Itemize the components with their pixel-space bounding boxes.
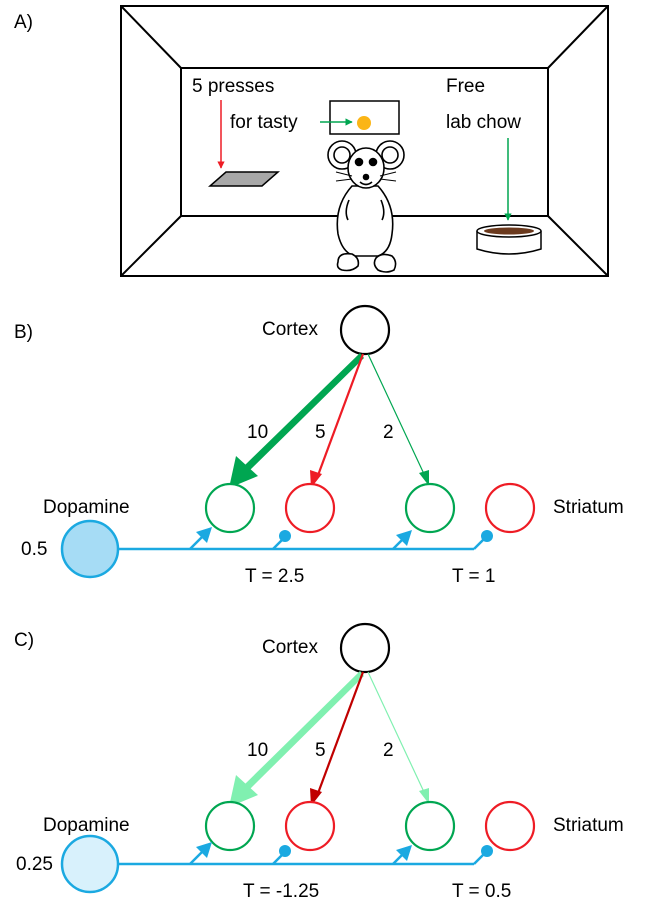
weight-label-2-b: 2 — [383, 422, 394, 443]
weight-arrow-2-c — [367, 671, 425, 793]
chow-caption-line2: lab chow — [446, 112, 521, 133]
threshold-1-b: T = 2.5 — [245, 566, 304, 587]
weight-arrow-5-c — [315, 671, 365, 797]
striatum-nogo-node-1-b — [284, 482, 336, 534]
chow-bowl — [476, 224, 542, 255]
weight-arrow-2-head-c — [419, 788, 429, 804]
panel-a: A) 5 presses for tasty Free lab chow — [14, 5, 609, 277]
weight-label-10-b: 10 — [247, 422, 268, 443]
dopamine-inhibit-dot-1-b — [279, 530, 291, 542]
panel-b: B) Cortex 10 5 2 Dopamine Striatum 0.5 — [14, 304, 624, 587]
dopamine-excite-arrow-1-c — [196, 842, 212, 858]
lever-caption-line2: for tasty — [230, 112, 298, 133]
dopamine-label-b: Dopamine — [43, 497, 130, 518]
lever — [208, 171, 280, 187]
striatum-label-c: Striatum — [553, 815, 624, 836]
dopamine-excite-arrow-1-b — [196, 527, 212, 543]
weight-arrow-2-head-b — [419, 470, 429, 486]
panel-c: C) Cortex 10 5 2 Dopamine Striatum 0.25 — [14, 622, 624, 902]
weight-arrow-10-head-c — [229, 775, 258, 807]
dopamine-node-c — [60, 834, 120, 894]
panel-a-label: A) — [14, 12, 33, 33]
threshold-2-b: T = 1 — [452, 566, 495, 587]
striatum-go-node-2-c — [404, 800, 456, 852]
weight-arrow-5-b — [315, 353, 365, 479]
threshold-1-c: T = -1.25 — [243, 881, 319, 902]
dopamine-excite-arrow-2-b — [396, 530, 412, 546]
striatum-nogo-node-2-c — [484, 800, 536, 852]
mouse-illustration — [327, 140, 405, 273]
weight-arrow-10-c — [244, 671, 364, 789]
weight-arrow-10-b — [244, 353, 364, 470]
cortex-node-c — [339, 622, 391, 674]
dopamine-value-b: 0.5 — [21, 539, 47, 560]
cortex-label-b: Cortex — [262, 319, 318, 340]
cortex-node-b — [339, 304, 391, 356]
weight-arrow-10-head-b — [229, 456, 258, 488]
dopamine-inhibit-dot-1-c — [279, 845, 291, 857]
striatum-go-node-2-b — [404, 482, 456, 534]
striatum-label-b: Striatum — [553, 497, 624, 518]
dopamine-label-c: Dopamine — [43, 815, 130, 836]
weight-arrow-2-b — [367, 353, 425, 475]
dopamine-node-b — [60, 519, 120, 579]
panel-b-label: B) — [14, 322, 33, 343]
dopamine-value-c: 0.25 — [16, 854, 53, 875]
striatum-go-node-1-c — [204, 800, 256, 852]
dopamine-projection-c — [118, 849, 485, 866]
tasty-pellet — [357, 116, 371, 130]
chow-caption-line1: Free — [446, 76, 485, 97]
threshold-2-c: T = 0.5 — [452, 881, 511, 902]
striatum-nogo-node-2-b — [484, 482, 536, 534]
weight-label-5-b: 5 — [315, 422, 326, 443]
weight-label-2-c: 2 — [383, 740, 394, 761]
cortex-label-c: Cortex — [262, 637, 318, 658]
striatum-nogo-node-1-c — [284, 800, 336, 852]
dopamine-projection-b — [118, 534, 485, 551]
dopamine-inhibit-dot-2-b — [481, 530, 493, 542]
panel-c-label: C) — [14, 630, 34, 651]
weight-label-10-c: 10 — [247, 740, 268, 761]
dopamine-excite-arrow-2-c — [396, 845, 412, 861]
lever-caption-line1: 5 presses — [192, 76, 274, 97]
weight-label-5-c: 5 — [315, 740, 326, 761]
dopamine-inhibit-dot-2-c — [481, 845, 493, 857]
striatum-go-node-1-b — [204, 482, 256, 534]
